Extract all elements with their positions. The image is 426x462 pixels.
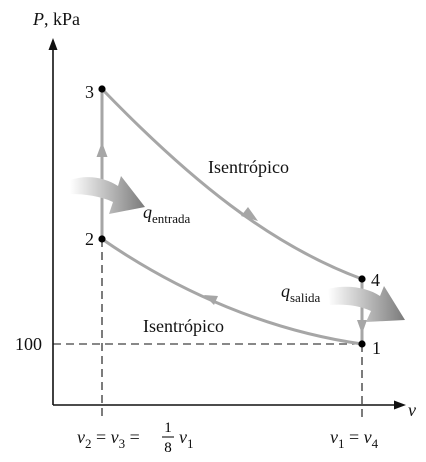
heat-out-label: qsalida bbox=[281, 281, 321, 305]
state-label-4: 4 bbox=[371, 270, 380, 290]
heat-in-label: qentrada bbox=[143, 202, 190, 226]
isentropic-label-upper: Isentrópico bbox=[208, 157, 289, 177]
state-label-3: 3 bbox=[85, 82, 94, 102]
process-4-1-arrowhead bbox=[357, 320, 367, 334]
heat-out-arrow bbox=[328, 286, 405, 322]
state-point-4 bbox=[358, 275, 366, 283]
heat-in-arrow bbox=[70, 176, 145, 214]
state-point-3 bbox=[98, 85, 106, 93]
x-axis-arrowhead bbox=[394, 400, 406, 410]
fraction-numerator: 1 bbox=[164, 420, 172, 436]
process-3-4-curve bbox=[100, 87, 363, 281]
process-1-2-arrowhead bbox=[204, 295, 218, 305]
process-2-3-arrowhead bbox=[96, 142, 108, 157]
x-tick-v1-factor: v1 bbox=[179, 427, 194, 451]
state-label-1: 1 bbox=[372, 338, 381, 358]
fraction-denominator: 8 bbox=[164, 440, 172, 456]
x-tick-v2-v3-eighth-v1: v2 = v3 = bbox=[77, 427, 140, 451]
pressure-tick-100: 100 bbox=[15, 334, 42, 354]
x-axis-label: v bbox=[408, 400, 416, 420]
process-1-2-curve bbox=[101, 237, 363, 346]
x-tick-v1-v4: v1 = v4 bbox=[330, 427, 379, 451]
y-axis-arrowhead bbox=[48, 38, 58, 50]
state-point-1 bbox=[358, 340, 366, 348]
y-axis-label: P, kPa bbox=[32, 9, 80, 29]
isentropic-label-lower: Isentrópico bbox=[143, 316, 224, 336]
process-3-4-arrowhead bbox=[241, 207, 258, 221]
state-label-2: 2 bbox=[85, 229, 94, 249]
state-point-2 bbox=[98, 235, 106, 243]
